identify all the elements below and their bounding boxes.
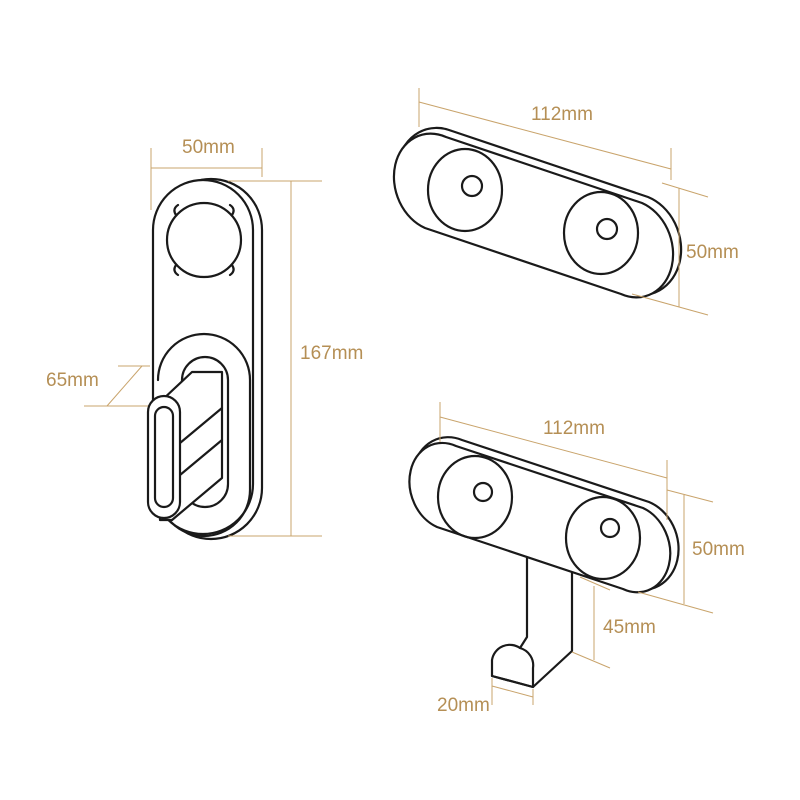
single-hook-height-label: 167mm [300,343,364,364]
mount-disc-icon [562,190,640,276]
hook-width-label: 20mm [437,695,490,716]
hook-housing [156,332,252,538]
single-hook-width-label: 50mm [182,137,235,158]
hook-cap [146,394,182,520]
double-hook-length-label: 112mm [543,418,605,439]
double-hook-height-label: 50mm [692,539,745,560]
single-hook-dimensions [84,148,322,537]
double-plate-length-label: 112mm [531,104,593,125]
double-plate-view [392,126,683,299]
mount-disc-icon [165,201,243,279]
mount-disc-icon [426,147,504,233]
single-hook-view [146,177,264,541]
double-plate-front [392,132,675,299]
single-hook-depth-label: 65mm [46,370,99,391]
mount-disc-icon [436,454,514,540]
double-plate-dimensions [418,88,709,316]
double-hook-plate-front [408,441,672,594]
double-hook-dimensions [439,402,714,705]
double-hook-view [408,436,680,689]
mount-disc-icon [564,495,642,581]
hook-drop-label: 45mm [603,617,656,638]
double-plate-height-label: 50mm [686,242,739,263]
